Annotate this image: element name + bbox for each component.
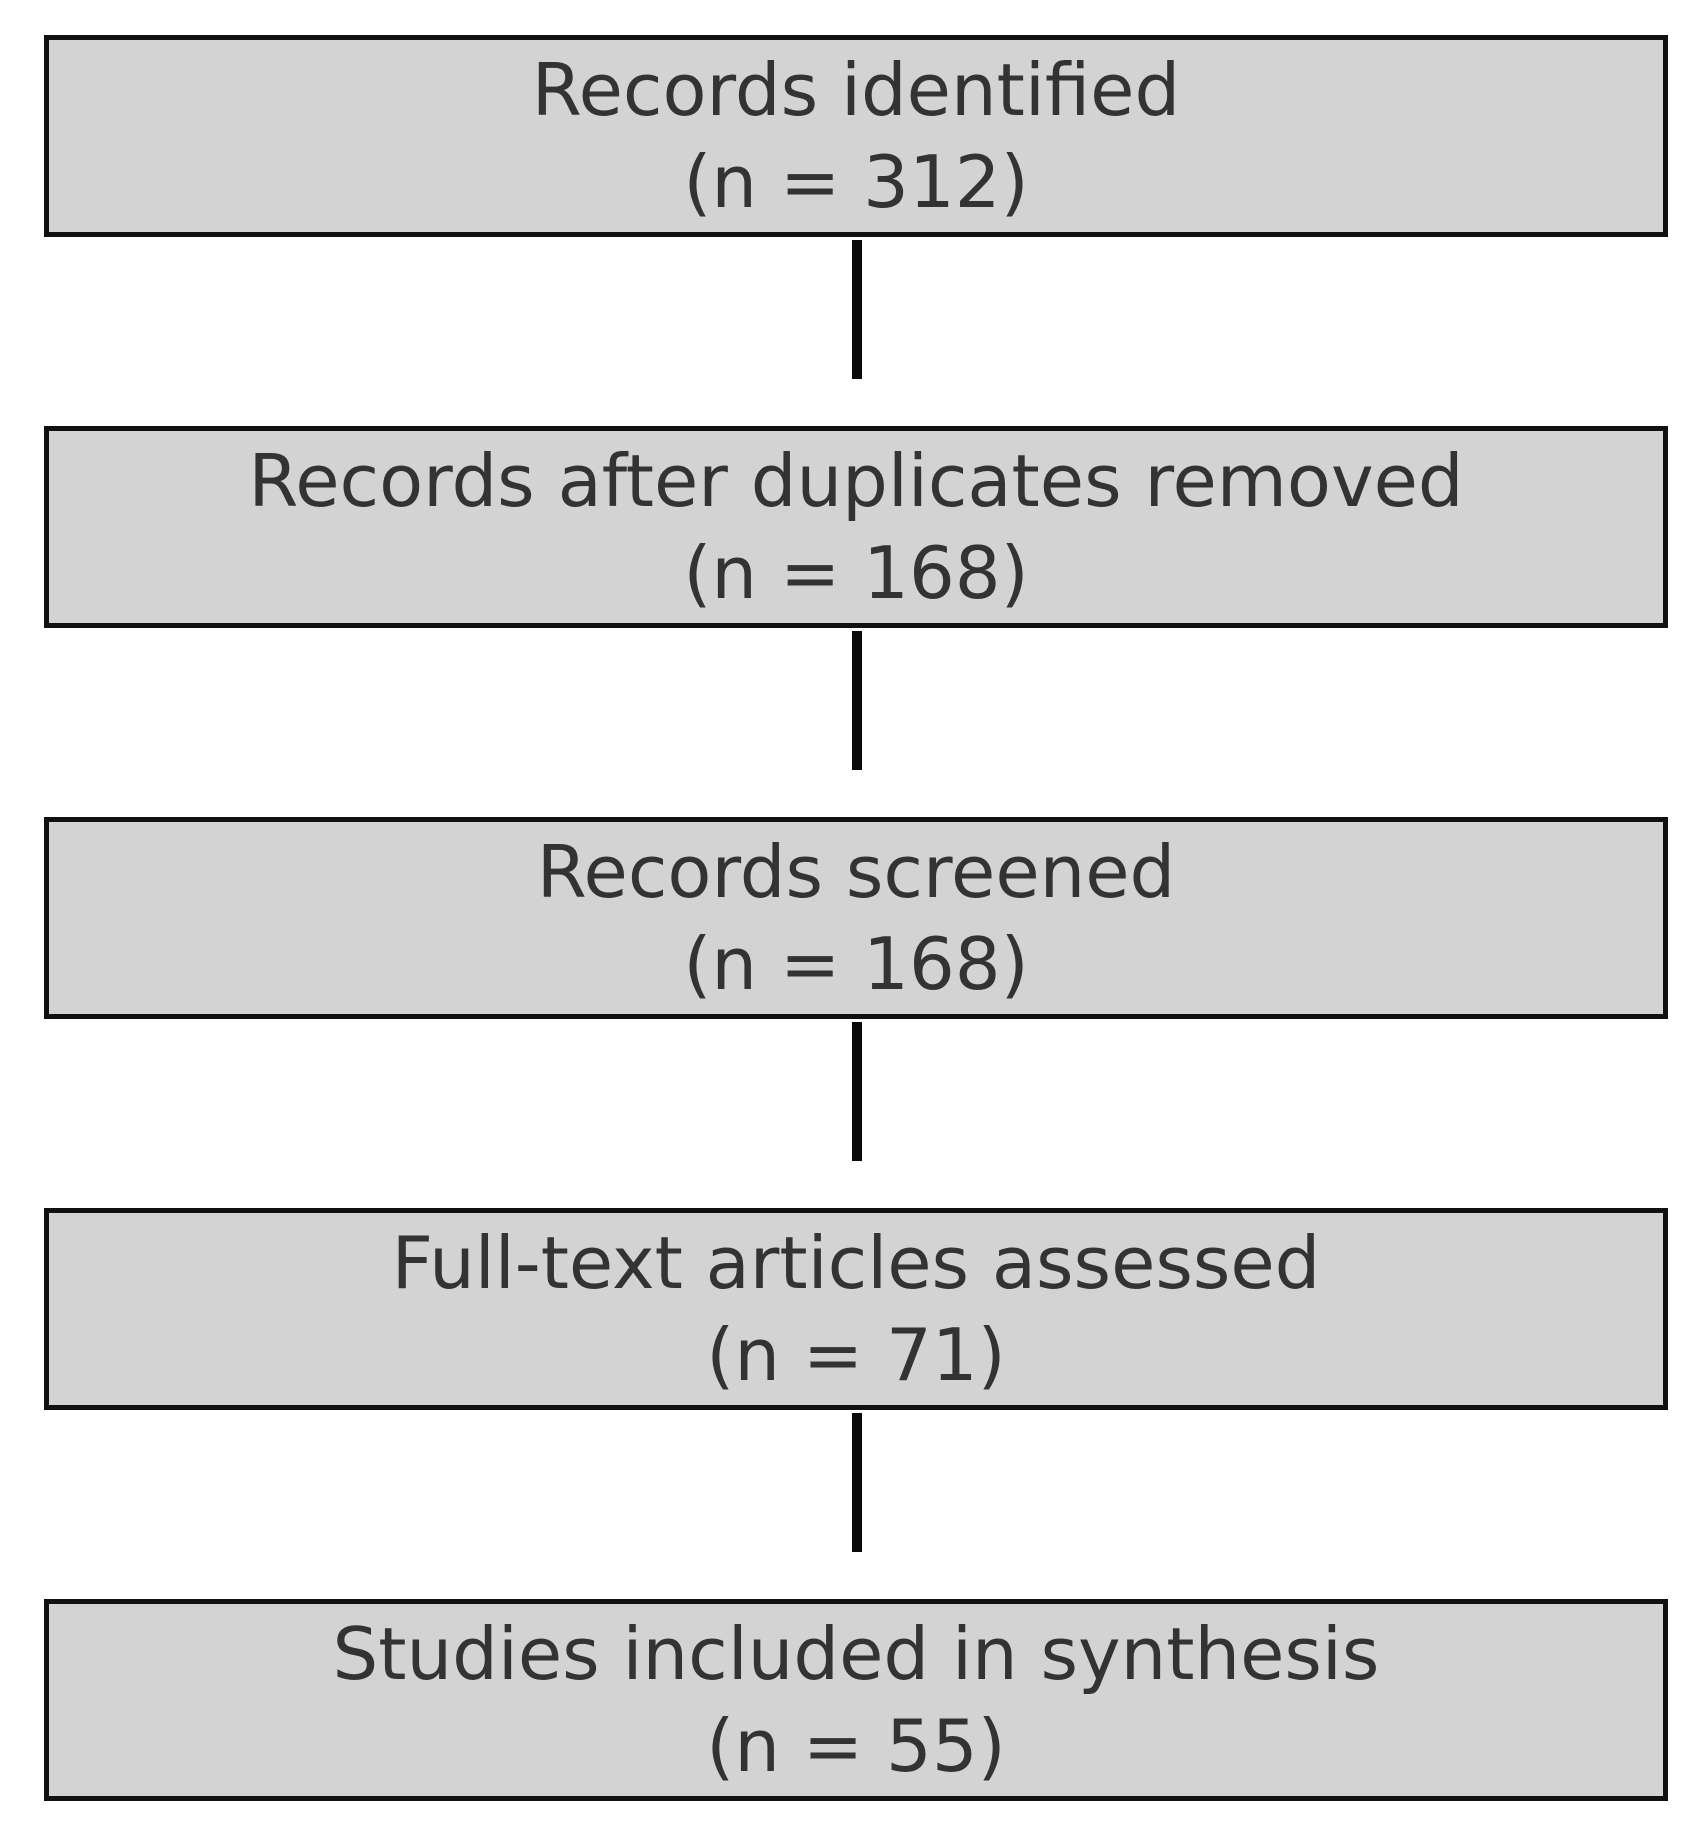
step-count: (n = 168) [683,531,1029,615]
connector-line [852,1022,862,1161]
step-count: (n = 168) [683,922,1029,1006]
step-label: Records screened [536,830,1176,914]
step-count: (n = 71) [706,1313,1006,1397]
connector-line [852,631,862,770]
step-full-text-assessed: Full-text articles assessed (n = 71) [44,1208,1668,1410]
step-label: Records after duplicates removed [248,439,1464,523]
step-label: Full-text articles assessed [391,1221,1321,1305]
step-records-screened: Records screened (n = 168) [44,817,1668,1019]
connector-line [852,1413,862,1552]
step-label: Studies included in synthesis [332,1612,1380,1696]
step-count: (n = 312) [683,140,1029,224]
connector-line [852,240,862,379]
step-duplicates-removed: Records after duplicates removed (n = 16… [44,426,1668,628]
step-count: (n = 55) [706,1704,1006,1788]
step-records-identified: Records identified (n = 312) [44,35,1668,237]
step-studies-included: Studies included in synthesis (n = 55) [44,1599,1668,1801]
step-label: Records identified [531,48,1181,132]
